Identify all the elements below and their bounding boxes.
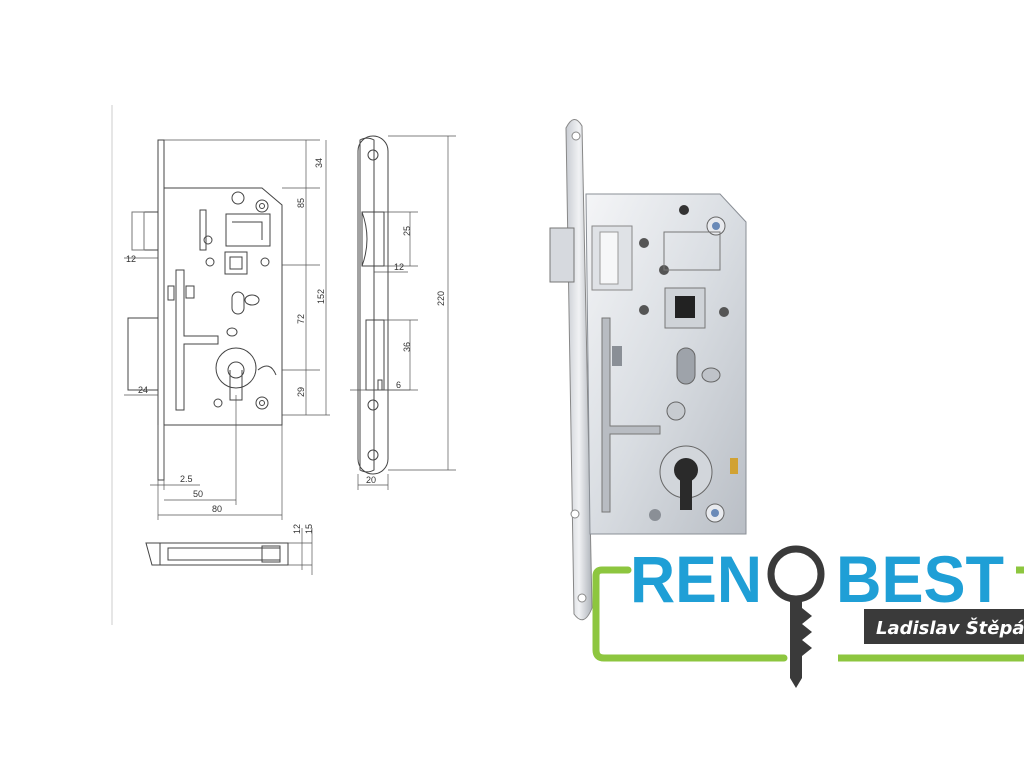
dim-2-5: 2.5 [180,474,193,484]
dim-50: 50 [193,489,203,499]
logo-brand-left: REN [630,542,762,616]
dim-12-side: 12 [394,262,404,272]
front-view [127,139,283,481]
dim-12-left: 12 [126,254,136,264]
dim-34: 34 [314,158,324,168]
dim-29: 29 [296,387,306,397]
side-view [357,135,389,475]
renobest-logo: REN BEST Ladislav Štěpán [592,542,1024,688]
dim-220: 220 [436,291,446,306]
bottom-view [145,528,313,575]
dim-80: 80 [212,504,222,514]
front-dimension-lines [124,139,330,520]
latch [549,227,575,283]
dim-24: 24 [138,385,148,395]
technical-drawing: 12 24 2.5 50 80 34 85 72 152 29 25 12 36… [111,105,456,625]
dimension-labels: 12 24 2.5 50 80 34 85 72 152 29 25 12 36… [126,158,446,534]
tagline-background [864,609,1024,644]
logo-tagline: Ladislav Štěpán [876,617,1024,639]
dim-15: 15 [304,524,314,534]
dim-72: 72 [296,314,306,324]
side-dimension-lines [350,135,456,490]
logo-frame [592,566,788,662]
lock-photo [549,119,747,621]
dim-12-bottom: 12 [292,524,302,534]
dim-85: 85 [296,198,306,208]
dim-36: 36 [402,342,412,352]
dim-20: 20 [366,475,376,485]
logo-brand-right: BEST [836,542,1004,616]
key-icon [767,545,825,688]
dim-152: 152 [316,289,326,304]
dim-6: 6 [396,380,401,390]
dim-25: 25 [402,226,412,236]
